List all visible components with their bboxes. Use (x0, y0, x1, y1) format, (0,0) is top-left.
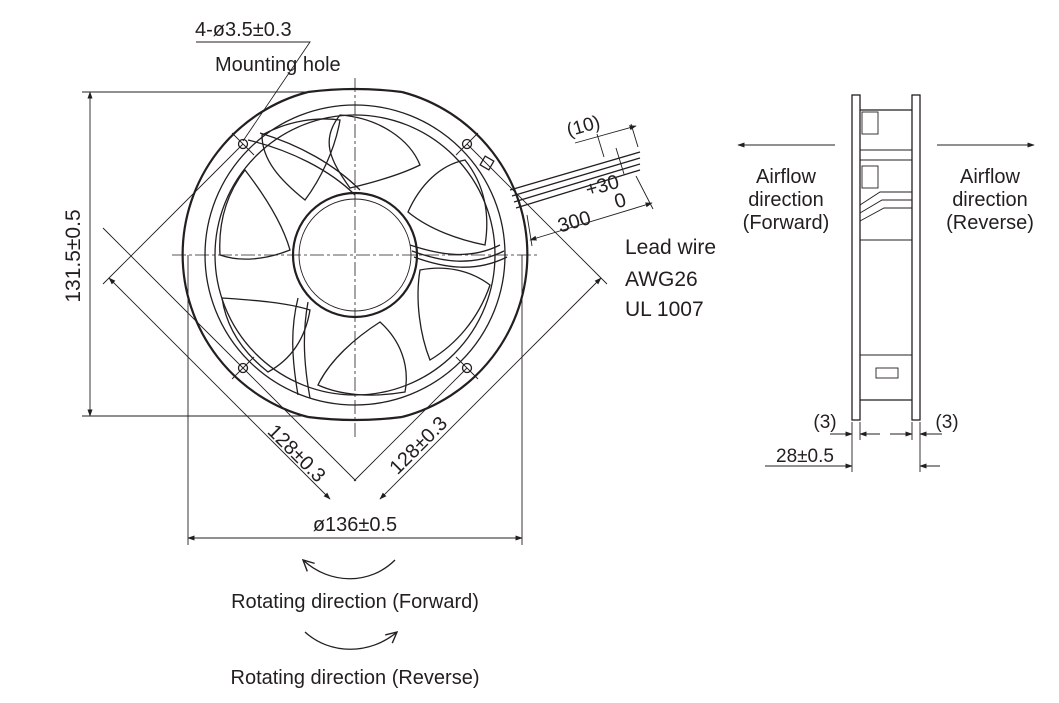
fan-struts (247, 132, 361, 399)
airflow-reverse-line-1: Airflow (960, 166, 1021, 188)
airflow-forward-line-3: (Forward) (743, 212, 830, 234)
side-view: Airflow direction (Forward) Airflow dire… (737, 94, 1035, 472)
pitch-dimensions (102, 143, 608, 500)
wire-label-line-1: Lead wire (625, 236, 716, 259)
wire-label-line-3: UL 1007 (625, 298, 704, 321)
airflow-forward-line-2: direction (748, 189, 824, 211)
flange-left-label: (3) (813, 412, 836, 433)
airflow-forward-line-1: Airflow (756, 166, 817, 188)
wire-label-line-2: AWG26 (625, 268, 698, 291)
pitch-right-label: 128±0.3 (385, 412, 452, 479)
lead-tol-minus-label: 0 (612, 189, 629, 213)
lead-wire-dimensions (526, 123, 654, 247)
mounting-hole (461, 138, 473, 150)
rotation-forward-label: Rotating direction (Forward) (231, 591, 479, 613)
flange-right-label: (3) (935, 412, 958, 433)
hole-label: Mounting hole (215, 54, 341, 76)
side-dimensions (765, 422, 942, 472)
fan-housing (181, 87, 529, 422)
front-view: 4-ø3.5±0.3 Mounting hole 131.5±0.5 128±0… (62, 19, 716, 545)
diameter-dimension (187, 255, 523, 545)
pitch-left-label: 128±0.3 (263, 420, 330, 487)
mounting-hole (237, 138, 249, 150)
lead-wire-channel (409, 155, 508, 268)
airflow-reverse-line-2: direction (952, 189, 1028, 211)
lead-length-label: 300 (555, 207, 593, 237)
hole-leader (196, 41, 311, 142)
diameter-label: ø136±0.5 (313, 514, 397, 536)
airflow-reverse-line-3: (Reverse) (946, 212, 1034, 234)
reverse-rotation-arrow-icon (304, 632, 397, 650)
height-dimension-label: 131.5±0.5 (62, 209, 85, 302)
fan-hub (291, 191, 419, 319)
fan-side-profile (851, 94, 921, 421)
rotation-reverse-label: Rotating direction (Reverse) (231, 667, 480, 689)
hole-spec-label: 4-ø3.5±0.3 (195, 19, 292, 41)
rotation-indicators: Rotating direction (Forward) Rotating di… (231, 560, 480, 689)
depth-dimension-label: 28±0.5 (776, 446, 834, 467)
forward-rotation-arrow-icon (303, 560, 396, 580)
lead-wire (509, 147, 641, 209)
